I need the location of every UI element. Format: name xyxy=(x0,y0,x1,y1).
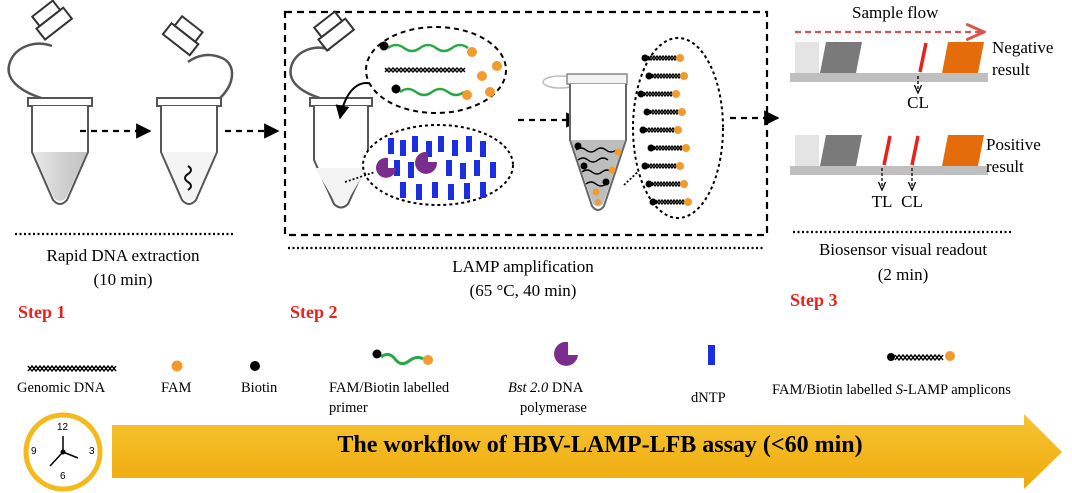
step3-label: Step 3 xyxy=(790,290,838,310)
amplicon-strand xyxy=(653,144,685,152)
banner-title: The workflow of HBV-LAMP-LFB assay (<60 … xyxy=(337,432,863,458)
amplicon-biotin xyxy=(641,162,649,170)
negative-label-2: result xyxy=(992,60,1030,79)
amplicon-strand xyxy=(651,72,683,80)
amplicon-biotin xyxy=(647,144,655,152)
tube-2 xyxy=(156,14,234,205)
amplicon-fam xyxy=(676,54,684,62)
step3-title: Biosensor visual readout xyxy=(818,240,988,259)
legend-bst-suffix: DNA xyxy=(548,380,584,396)
amplicon-biotin xyxy=(645,72,653,80)
legend-amplicons-prefix: FAM/Biotin labelled xyxy=(772,382,896,398)
amplicon-fam xyxy=(680,72,688,80)
amplicon-strand xyxy=(643,90,675,98)
step2-time: (65 °C, 40 min) xyxy=(469,281,577,300)
amplicon-strand xyxy=(647,162,679,170)
amplicon-biotin xyxy=(645,180,653,188)
legend-bst-italic: Bst 2.0 xyxy=(508,380,549,396)
amplicon-strand xyxy=(651,72,683,80)
amplicon-fam xyxy=(684,198,692,206)
amplicon-strand xyxy=(649,108,681,116)
legend-biotin-dot xyxy=(250,361,260,371)
clock-9: 9 xyxy=(31,446,37,457)
legend-fam-dot xyxy=(171,360,183,372)
cl-label-positive: CL xyxy=(901,192,923,211)
tube-3 xyxy=(289,10,373,209)
amplicon-biotin xyxy=(643,108,651,116)
negative-label-1: Negative xyxy=(992,38,1054,57)
primers-group xyxy=(379,41,502,100)
positive-label-1: Positive xyxy=(986,135,1041,154)
amplicon-strand xyxy=(643,90,675,98)
amplicon-biotin xyxy=(639,126,647,134)
amplicon-fam xyxy=(680,180,688,188)
amplicon-strand xyxy=(653,144,685,152)
amplicon-strand xyxy=(647,162,679,170)
legend-polymerase-label-2: polymerase xyxy=(520,400,587,416)
amplicon-strand xyxy=(645,126,677,134)
cl-label-negative: CL xyxy=(907,93,929,112)
positive-label-2: result xyxy=(986,157,1024,176)
amplicon-strand xyxy=(655,198,687,206)
amplicon-strand xyxy=(647,54,679,62)
clock-6: 6 xyxy=(60,471,66,482)
amplicon-strand xyxy=(645,126,677,134)
clock-12: 12 xyxy=(57,422,69,433)
tube-4 xyxy=(542,73,628,211)
step1-title: Rapid DNA extraction xyxy=(46,246,200,265)
enzyme-pointer xyxy=(344,171,376,183)
legend-dntp-icon xyxy=(708,345,715,365)
tl-label: TL xyxy=(871,192,893,211)
step1-label: Step 1 xyxy=(18,302,66,322)
legend-amplicons-label: FAM/Biotin labelled S-LAMP amplicons xyxy=(772,382,1011,399)
amplicon-fam xyxy=(678,108,686,116)
legend-genomic-dna-icon xyxy=(27,364,117,373)
polymerase-dntp-group xyxy=(376,136,496,200)
amplicon-fam xyxy=(674,126,682,134)
step3-time: (2 min) xyxy=(877,265,929,284)
tube-1 xyxy=(7,0,93,205)
legend-amplicon-icon xyxy=(887,351,955,362)
amplicon-strand xyxy=(649,108,681,116)
amplicon-fam xyxy=(682,144,690,152)
legend-polymerase-icon xyxy=(554,341,578,366)
workflow-banner xyxy=(112,414,1062,489)
amplicon-biotin xyxy=(649,198,657,206)
legend-biotin-label: Biotin xyxy=(241,380,278,396)
amplicon-fam xyxy=(676,162,684,170)
step1-time: (10 min) xyxy=(93,270,153,289)
amplicon-strand xyxy=(651,180,683,188)
amplicons-group xyxy=(637,54,692,206)
legend-amplicons-suffix: -LAMP amplicons xyxy=(903,382,1011,398)
legend-genomic-dna-label: Genomic DNA xyxy=(17,380,106,396)
legend-fam-label: FAM xyxy=(161,380,192,396)
amplicon-biotin xyxy=(637,90,645,98)
amplicon-biotin xyxy=(641,54,649,62)
amplicon-strand xyxy=(655,198,687,206)
step2-title: LAMP amplification xyxy=(452,257,594,276)
amplicon-strand xyxy=(651,180,683,188)
legend-polymerase-label-1: Bst 2.0 DNA xyxy=(508,380,583,397)
sample-flow-label: Sample flow xyxy=(852,3,939,22)
legend-amplicons-italic: S xyxy=(895,382,904,398)
legend-dntp-label: dNTP xyxy=(691,390,726,406)
step2-label: Step 2 xyxy=(290,302,338,322)
positive-strip xyxy=(790,135,988,190)
legend-primer-icon xyxy=(372,349,433,366)
negative-strip xyxy=(790,42,988,93)
legend-primer-label-1: FAM/Biotin labelled xyxy=(329,380,450,396)
amplicon-strand xyxy=(647,54,679,62)
clock-3: 3 xyxy=(89,446,95,457)
legend-primer-label-2: primer xyxy=(329,400,368,416)
amplicon-fam xyxy=(672,90,680,98)
clock-icon xyxy=(23,412,103,492)
